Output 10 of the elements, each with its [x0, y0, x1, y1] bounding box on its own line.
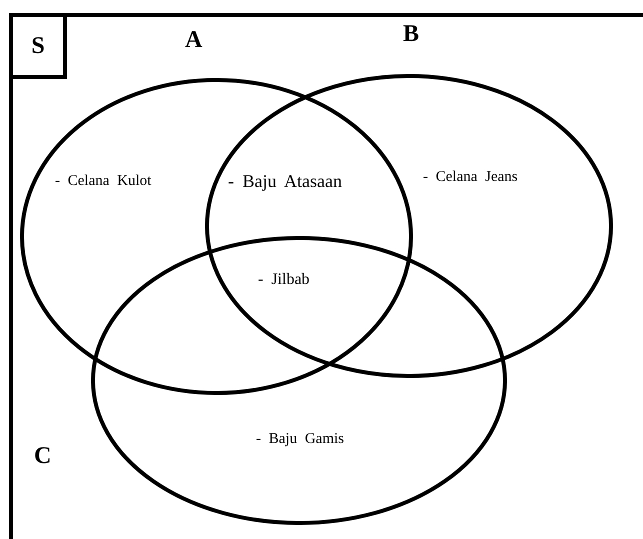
element-label: - Celana Jeans: [423, 168, 518, 187]
universe-label-box: S: [13, 17, 67, 79]
element-label: - Celana Kulot: [55, 172, 152, 191]
element-label: - Jilbab: [258, 270, 310, 290]
set-label: B: [403, 22, 420, 46]
element-label: - Baju Gamis: [256, 430, 344, 449]
universe-frame: [9, 13, 643, 539]
set-label: C: [34, 444, 52, 468]
set-label: A: [185, 28, 202, 52]
element-label: - Baju Atasaan: [228, 170, 342, 192]
